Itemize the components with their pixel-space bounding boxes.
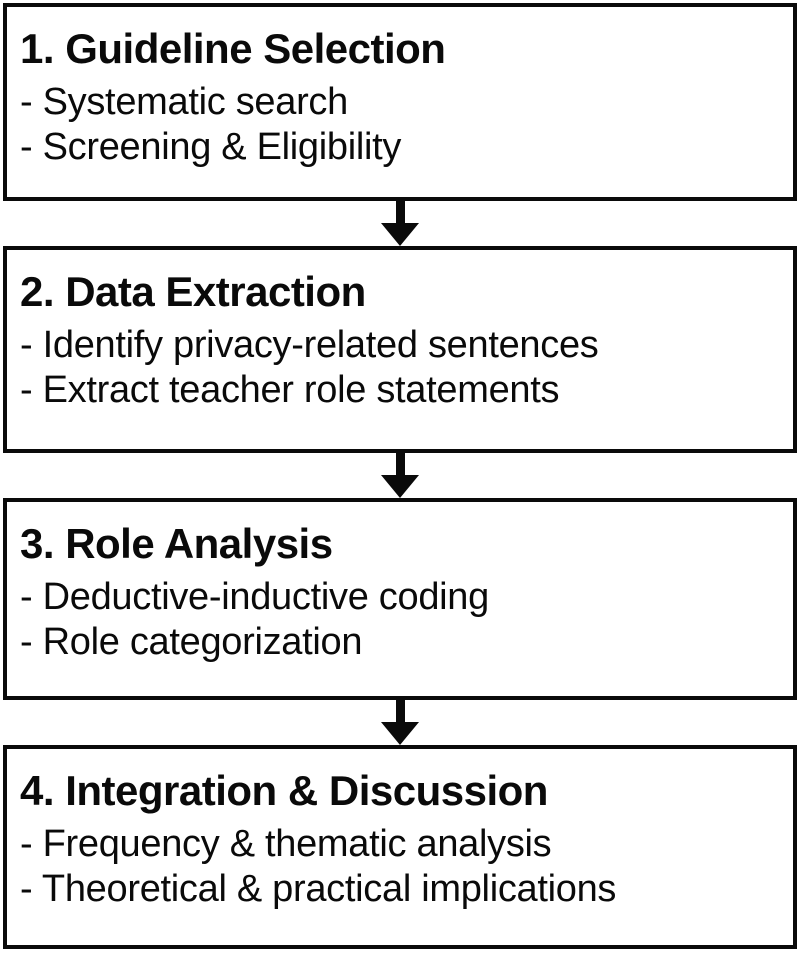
- arrow-shaft: [395, 201, 405, 223]
- step-box-data-extraction: 2. Data Extraction - Identify privacy-re…: [3, 246, 797, 453]
- step-box-guideline-selection: 1. Guideline Selection - Systematic sear…: [3, 3, 797, 201]
- step-title: 2. Data Extraction: [20, 268, 366, 315]
- step-title: 4. Integration & Discussion: [20, 767, 548, 814]
- step-item: - Frequency & thematic analysis: [20, 823, 552, 865]
- step-box-integration-discussion: 4. Integration & Discussion - Frequency …: [3, 745, 797, 949]
- down-arrow-2: [3, 453, 797, 498]
- step-item: - Role categorization: [20, 621, 363, 663]
- step-item: - Systematic search: [20, 81, 348, 123]
- arrow-shaft: [395, 453, 405, 475]
- step-item: - Identify privacy-related sentences: [20, 324, 599, 366]
- down-arrow-1: [3, 201, 797, 246]
- step-item: - Theoretical & practical implications: [20, 868, 617, 910]
- step-item: - Screening & Eligibility: [20, 126, 402, 168]
- step-title: 1. Guideline Selection: [20, 25, 446, 72]
- arrow-shaft: [395, 700, 405, 722]
- step-item: - Deductive-inductive coding: [20, 576, 489, 618]
- step-box-role-analysis: 3. Role Analysis - Deductive-inductive c…: [3, 498, 797, 700]
- arrow-head-icon: [381, 475, 419, 498]
- arrow-head-icon: [381, 722, 419, 745]
- arrow-head-icon: [381, 223, 419, 246]
- step-title: 3. Role Analysis: [20, 520, 333, 567]
- down-arrow-3: [3, 700, 797, 745]
- step-item: - Extract teacher role statements: [20, 369, 560, 411]
